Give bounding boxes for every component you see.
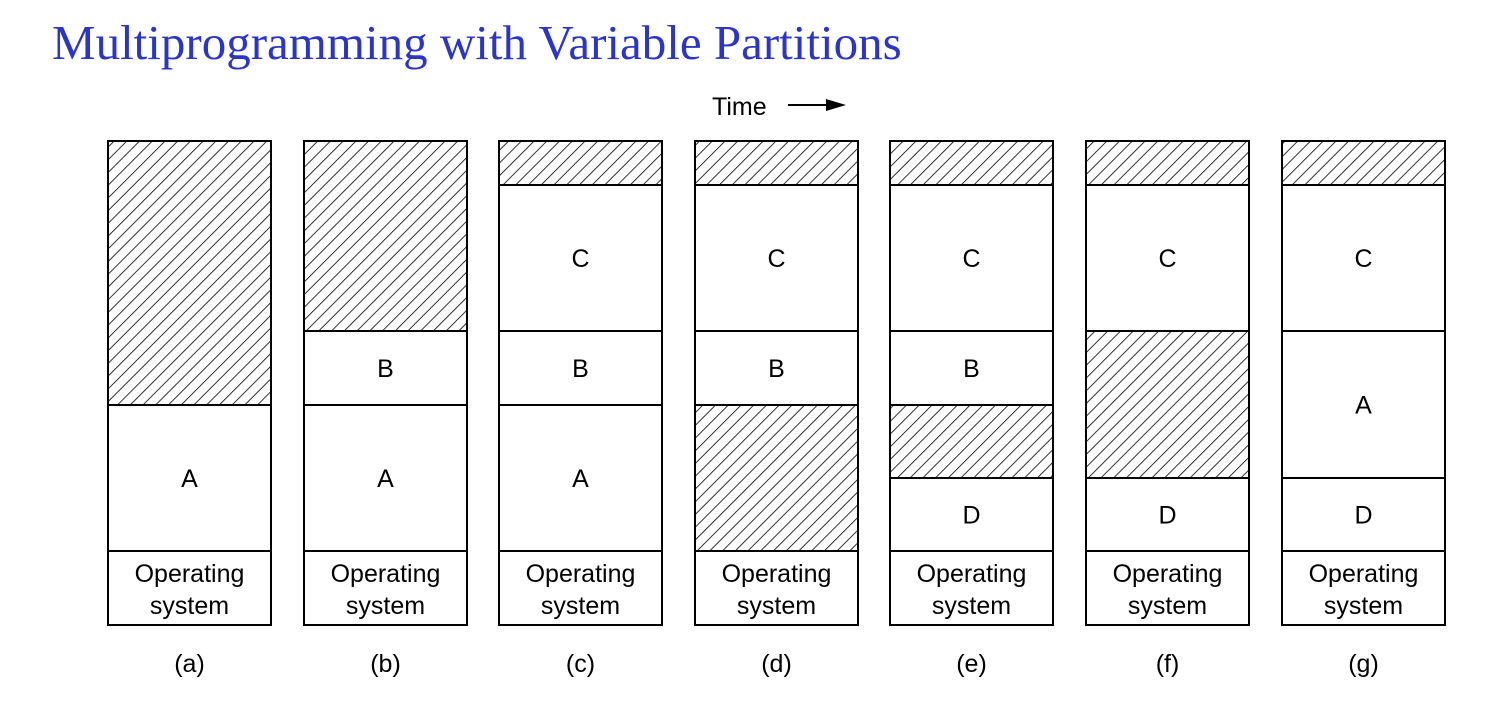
process-partition xyxy=(498,330,663,406)
os-label-line: Operating xyxy=(1309,560,1419,588)
os-label-line: system xyxy=(346,592,425,620)
free-memory-hole xyxy=(694,140,859,186)
process-label: B xyxy=(768,355,785,383)
operating-system-partition xyxy=(694,550,859,626)
process-label: D xyxy=(962,502,980,530)
os-label-line: Operating xyxy=(1113,560,1223,588)
memory-snapshot-f: C D Operating system (f) xyxy=(1085,140,1250,678)
process-partition xyxy=(303,330,468,406)
os-label-line: Operating xyxy=(135,560,245,588)
process-label: C xyxy=(1354,245,1372,273)
process-label: C xyxy=(1158,245,1176,273)
free-memory-hole xyxy=(694,404,859,552)
snapshot-caption: (g) xyxy=(1348,650,1379,678)
os-label-line: Operating xyxy=(917,560,1027,588)
os-label-line: Operating xyxy=(331,560,441,588)
time-arrow-icon xyxy=(788,99,846,111)
memory-snapshot-d: C B Operating system (d) xyxy=(694,140,859,678)
free-memory-hole xyxy=(498,140,663,186)
memory-snapshot-b: B A Operating system (b) xyxy=(303,140,468,678)
process-partition xyxy=(1281,184,1446,332)
free-memory-hole xyxy=(889,140,1054,186)
operating-system-partition xyxy=(107,550,272,626)
page-title: Multiprogramming with Variable Partition… xyxy=(52,15,902,70)
snapshot-caption: (e) xyxy=(956,650,987,678)
operating-system-partition xyxy=(303,550,468,626)
process-label: D xyxy=(1354,502,1372,530)
snapshot-caption: (a) xyxy=(174,650,205,678)
process-partition xyxy=(498,184,663,332)
snapshot-caption: (b) xyxy=(370,650,401,678)
memory-snapshot-e: C B D Operating system (e) xyxy=(889,140,1054,678)
free-memory-hole xyxy=(1085,330,1250,479)
free-memory-hole xyxy=(1281,140,1446,186)
os-label-line: system xyxy=(737,592,816,620)
process-partition xyxy=(303,404,468,552)
process-label: B xyxy=(377,355,394,383)
os-label-line: system xyxy=(150,592,229,620)
process-label: A xyxy=(181,465,198,493)
process-label: C xyxy=(571,245,589,273)
time-label: Time xyxy=(712,93,767,121)
free-memory-hole xyxy=(889,404,1054,479)
memory-snapshot-c: C B A Operating system (c) xyxy=(498,140,663,678)
operating-system-partition xyxy=(498,550,663,626)
process-label: B xyxy=(963,355,980,383)
operating-system-partition xyxy=(889,550,1054,626)
process-partition xyxy=(1281,330,1446,479)
process-label: D xyxy=(1158,502,1176,530)
process-partition xyxy=(889,477,1054,552)
operating-system-partition xyxy=(1281,550,1446,626)
os-label-line: system xyxy=(1128,592,1207,620)
os-label-line: Operating xyxy=(722,560,832,588)
process-partition xyxy=(694,184,859,332)
process-label: A xyxy=(1355,392,1372,420)
memory-snapshot-a: A Operating system (a) xyxy=(107,140,272,678)
os-label-line: system xyxy=(1324,592,1403,620)
process-partition xyxy=(1085,184,1250,332)
memory-snapshot-g: C A D Operating system (g) xyxy=(1281,140,1446,678)
process-label: C xyxy=(962,245,980,273)
os-label-line: system xyxy=(932,592,1011,620)
free-memory-hole xyxy=(1085,140,1250,186)
process-label: C xyxy=(767,245,785,273)
os-label-line: system xyxy=(541,592,620,620)
free-memory-hole xyxy=(303,140,468,332)
process-label: A xyxy=(572,465,589,493)
process-partition xyxy=(107,404,272,552)
process-partition xyxy=(1085,477,1250,552)
snapshot-caption: (f) xyxy=(1156,650,1180,678)
process-partition xyxy=(889,330,1054,406)
process-partition xyxy=(694,330,859,406)
process-label: B xyxy=(572,355,589,383)
process-partition xyxy=(498,404,663,552)
os-label-line: Operating xyxy=(526,560,636,588)
free-memory-hole xyxy=(107,140,272,406)
snapshot-caption: (c) xyxy=(566,650,595,678)
process-label: A xyxy=(377,465,394,493)
operating-system-partition xyxy=(1085,550,1250,626)
snapshot-caption: (d) xyxy=(761,650,792,678)
